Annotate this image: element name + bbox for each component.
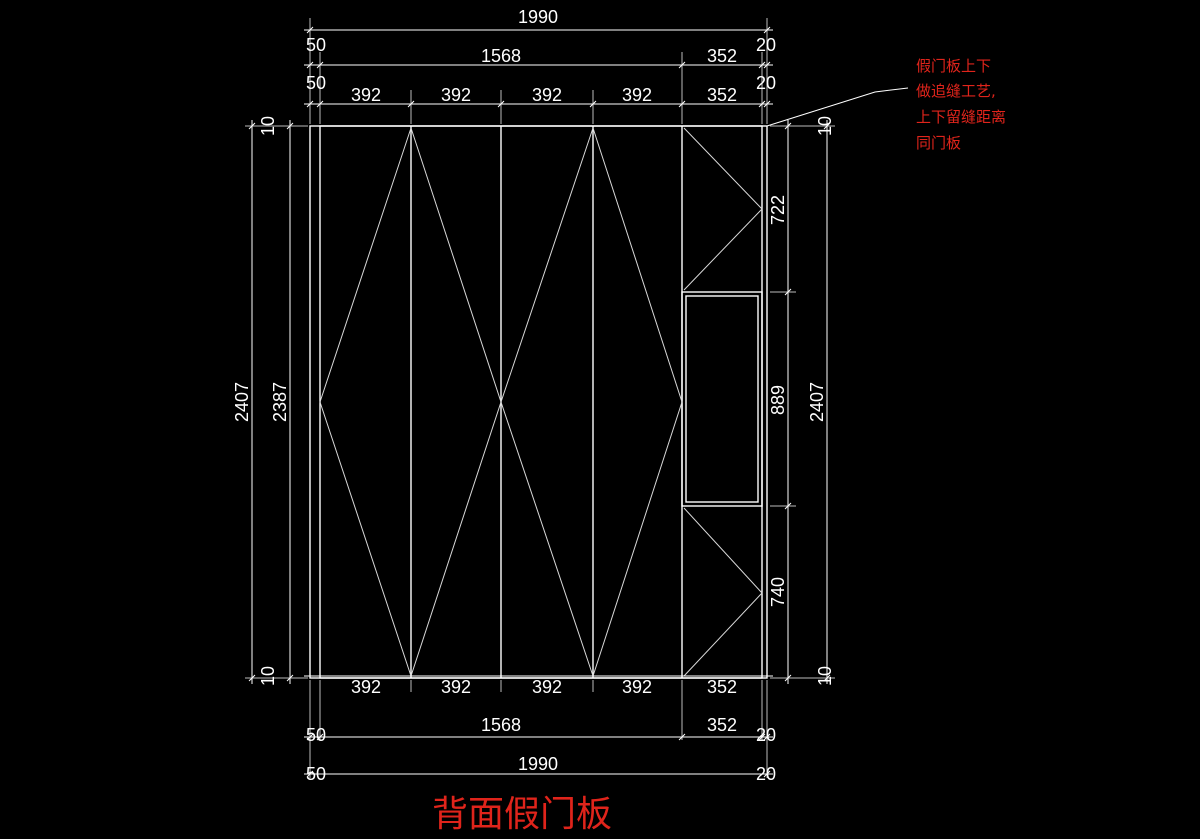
- top-dimensions: 1990 50 1568 352 20 50 392 392 392 392 3…: [306, 7, 776, 105]
- dim-bottom-overall-right: 20: [756, 764, 776, 784]
- niche-opening-outer: [681, 291, 763, 507]
- dim-top-row3-p2: 392: [441, 85, 471, 105]
- dim-bottom-row2-left: 50: [306, 725, 326, 745]
- panel-4-diagonal: [592, 127, 683, 677]
- dim-top-row3-p4: 392: [622, 85, 652, 105]
- dim-right-bottom-gap: 10: [815, 666, 835, 686]
- dim-top-row2-right-panel: 352: [707, 46, 737, 66]
- niche-opening-inner: [685, 295, 759, 503]
- dim-right-seg-middle: 889: [768, 385, 788, 415]
- annotation-note: 假门板上下 做追缝工艺, 上下留缝距离 同门板: [916, 57, 1006, 152]
- dim-left-bottom-gap: 10: [258, 666, 278, 686]
- note-leader-line: [766, 87, 909, 127]
- dim-bottom-row2-right-panel: 352: [707, 715, 737, 735]
- dim-top-overall: 1990: [518, 7, 558, 27]
- dim-right-seg-bottom: 740: [768, 577, 788, 607]
- extension-lines: [245, 18, 835, 778]
- dim-bottom-row2-right: 20: [756, 725, 776, 745]
- dim-left-top-gap: 10: [258, 116, 278, 136]
- dim-top-row3-right-panel: 352: [707, 85, 737, 105]
- note-line-4: 同门板: [916, 134, 961, 152]
- dim-bottom-row2-main: 1568: [481, 715, 521, 735]
- dim-bottom-row1-right-panel: 352: [707, 677, 737, 697]
- dim-left-outer: 2407: [232, 382, 252, 422]
- door-panel-frame: [309, 125, 768, 679]
- note-line-1: 假门板上下: [916, 57, 991, 75]
- dim-right-seg-top: 722: [768, 195, 788, 225]
- dim-top-row3-p1: 392: [351, 85, 381, 105]
- dim-right-overall: 2407: [807, 382, 827, 422]
- dim-bottom-overall-left: 50: [306, 764, 326, 784]
- note-line-2: 做追缝工艺,: [916, 82, 996, 100]
- dim-top-row3-right: 20: [756, 73, 776, 93]
- drawing-title: 背面假门板: [432, 794, 612, 835]
- dim-bottom-row1-p1: 392: [351, 677, 381, 697]
- outer-frame: [309, 125, 768, 679]
- dim-right-top-gap: 10: [815, 116, 835, 136]
- dim-top-row2-left: 50: [306, 35, 326, 55]
- inner-frame: [319, 125, 763, 679]
- dim-top-row3-p3: 392: [532, 85, 562, 105]
- panel-2-diagonal: [410, 127, 502, 677]
- dim-bottom-row1-p3: 392: [532, 677, 562, 697]
- panel-3-diagonal: [500, 127, 594, 677]
- lower-panel-diagonal: [683, 507, 763, 677]
- dim-top-row3-left: 50: [306, 73, 326, 93]
- dim-bottom-overall: 1990: [518, 754, 558, 774]
- right-dimensions: 10 722 889 740 2407 10: [768, 116, 835, 686]
- door-swing-diagonals: [319, 127, 763, 677]
- dim-left-inner: 2387: [270, 382, 290, 422]
- dim-bottom-row1-p4: 392: [622, 677, 652, 697]
- dim-top-row2-main: 1568: [481, 46, 521, 66]
- upper-panel-diagonal: [683, 127, 763, 291]
- panel-1-diagonal: [319, 127, 412, 677]
- note-line-3: 上下留缝距离: [916, 108, 1006, 126]
- dim-bottom-row1-p2: 392: [441, 677, 471, 697]
- dimension-lines: [248, 26, 909, 778]
- left-dimensions: 2407 2387 10 10: [232, 116, 290, 686]
- dim-top-row2-right: 20: [756, 35, 776, 55]
- bottom-dimensions: 392 392 392 392 352 50 1568 352 20 50 19…: [306, 677, 776, 784]
